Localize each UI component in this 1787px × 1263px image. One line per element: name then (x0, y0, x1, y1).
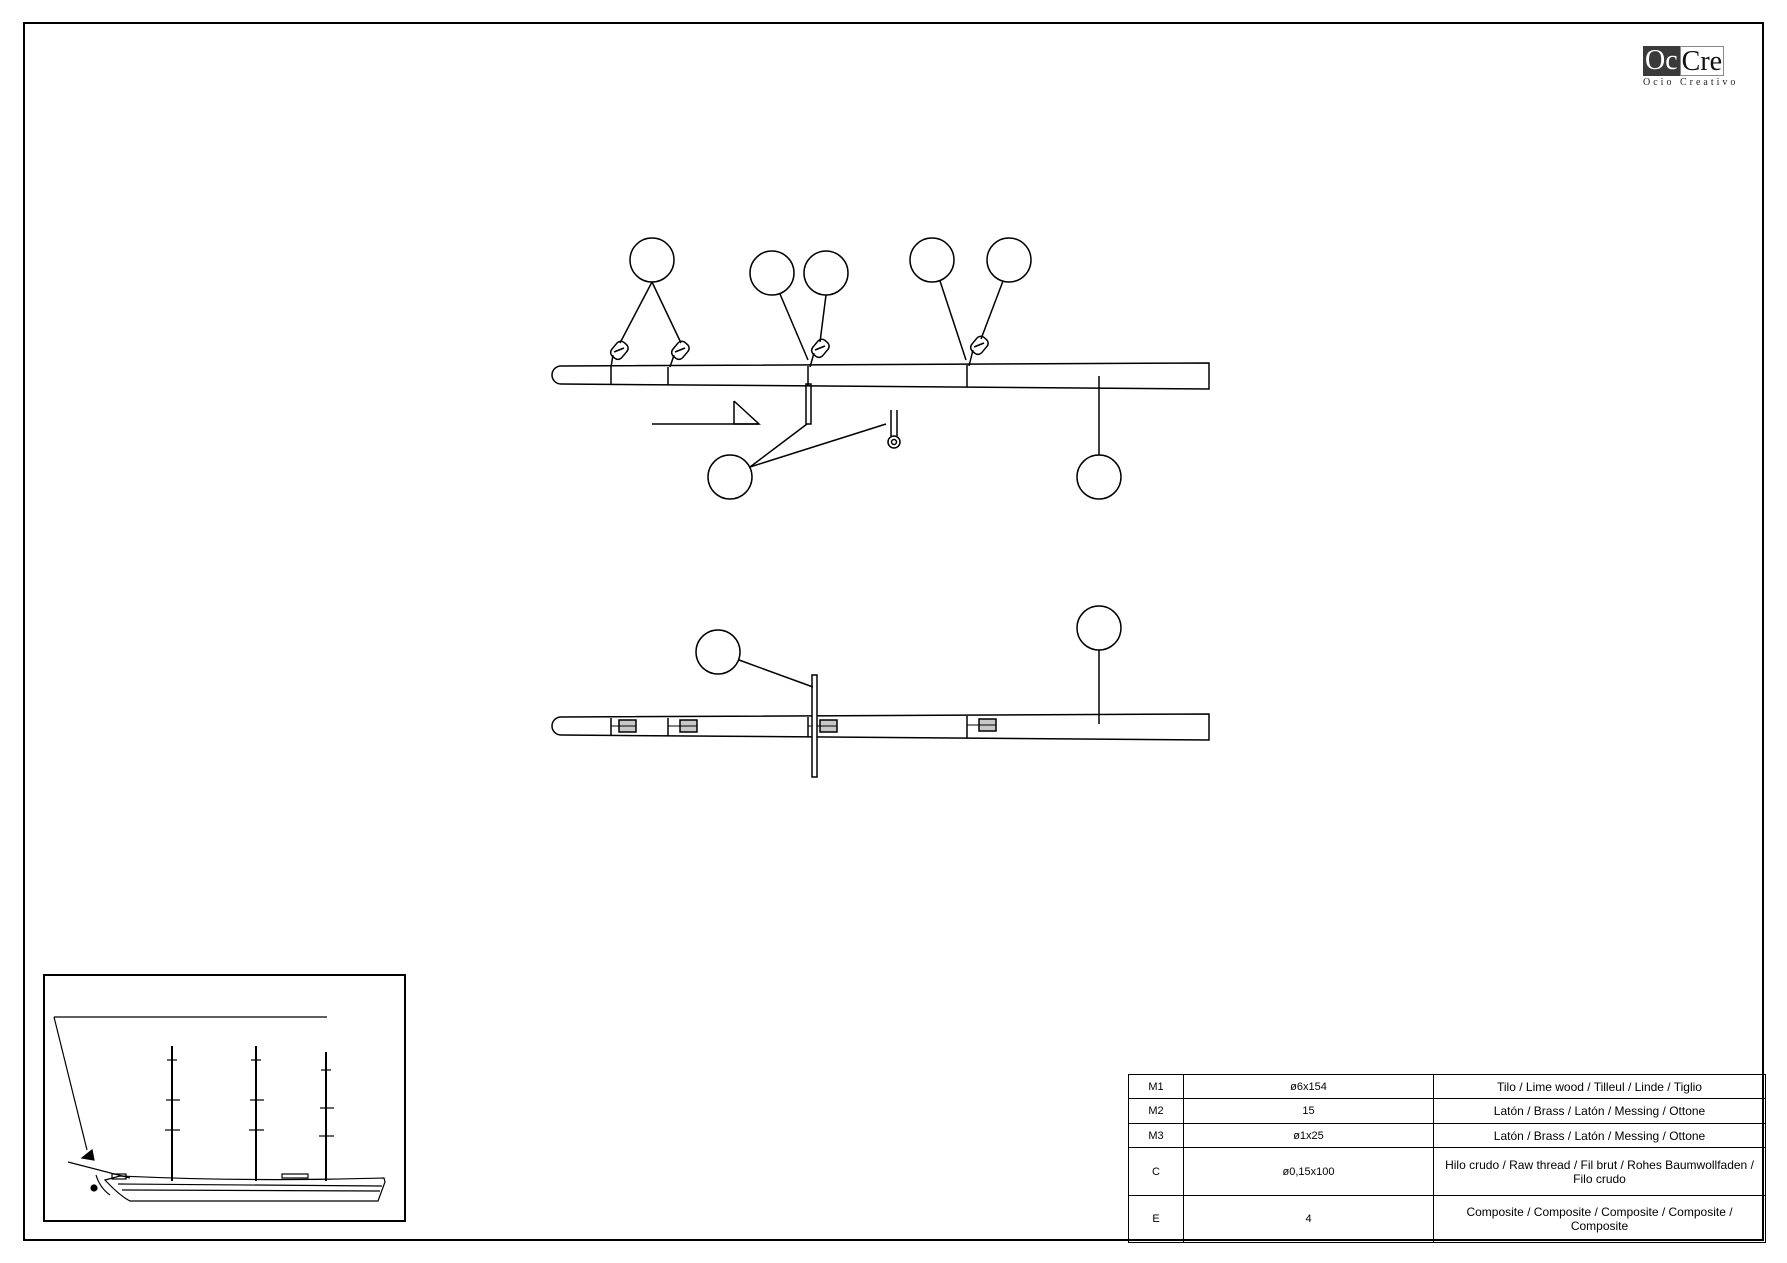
part-ref: M1 (1128, 1073, 1184, 1100)
callout-circle (1076, 605, 1122, 651)
logo-tagline: Ocio Creativo (1643, 77, 1739, 88)
callout-circle (909, 237, 955, 283)
part-material: Hilo crudo / Raw thread / Fil brut / Roh… (1433, 1147, 1766, 1196)
three-masted-ship-icon (53, 1016, 386, 1202)
hanging-pin (805, 383, 812, 425)
eye-bolt-detail (887, 410, 901, 449)
part-ref: M3 (1128, 1122, 1184, 1149)
logo-oc: Oc (1643, 45, 1680, 76)
part-material: Latón / Brass / Latón / Messing / Ottone (1433, 1098, 1766, 1124)
part-size: ø1x25 (1183, 1122, 1434, 1149)
callout-circle (629, 237, 675, 283)
lower-view-spar (551, 713, 1210, 741)
direction-arrow-symbol (652, 400, 761, 425)
part-material: Composite / Composite / Composite / Comp… (1433, 1194, 1766, 1244)
logo-cre: Cre (1679, 46, 1725, 77)
table-row: E 4 Composite / Composite / Composite / … (1128, 1194, 1766, 1244)
fitting-lines-lower (611, 724, 996, 727)
part-material: Tilo / Lime wood / Tilleul / Linde / Tig… (1433, 1073, 1766, 1100)
ring-fittings-upper (609, 335, 989, 361)
upper-view-spar (551, 362, 1210, 390)
callout-circles-lower (695, 605, 1122, 675)
table-row: M2 15 Latón / Brass / Latón / Messing / … (1128, 1098, 1766, 1124)
callout-circle (1076, 454, 1122, 500)
parts-table: M1 ø6x154 Tilo / Lime wood / Tilleul / L… (1128, 1073, 1766, 1244)
ship-location-inset (43, 974, 406, 1222)
table-row: M1 ø6x154 Tilo / Lime wood / Tilleul / L… (1128, 1073, 1766, 1100)
callout-circles-upper (629, 237, 1122, 500)
callout-circle (803, 250, 849, 296)
part-ref: M2 (1128, 1098, 1184, 1124)
leader-lines-lower (738, 650, 1100, 724)
part-size: ø0,15x100 (1183, 1147, 1434, 1196)
callout-circle (695, 629, 741, 675)
part-ref: C (1128, 1147, 1184, 1196)
part-ref: E (1128, 1194, 1184, 1244)
callout-circle (986, 237, 1032, 283)
callout-circle (707, 454, 753, 500)
occre-logo: Oc Cre Ocio Creativo (1643, 46, 1743, 88)
part-size: 15 (1183, 1098, 1434, 1124)
crosspiece (811, 674, 818, 778)
table-row: M3 ø1x25 Latón / Brass / Latón / Messing… (1128, 1122, 1766, 1149)
callout-circle (749, 250, 795, 296)
part-size: 4 (1183, 1194, 1434, 1244)
drawing-sheet-border (23, 22, 1764, 1241)
part-material: Latón / Brass / Latón / Messing / Ottone (1433, 1122, 1766, 1149)
leader-lines-upper (619, 280, 1100, 468)
table-row: C ø0,15x100 Hilo crudo / Raw thread / Fi… (1128, 1147, 1766, 1196)
part-size: ø6x154 (1183, 1073, 1434, 1100)
